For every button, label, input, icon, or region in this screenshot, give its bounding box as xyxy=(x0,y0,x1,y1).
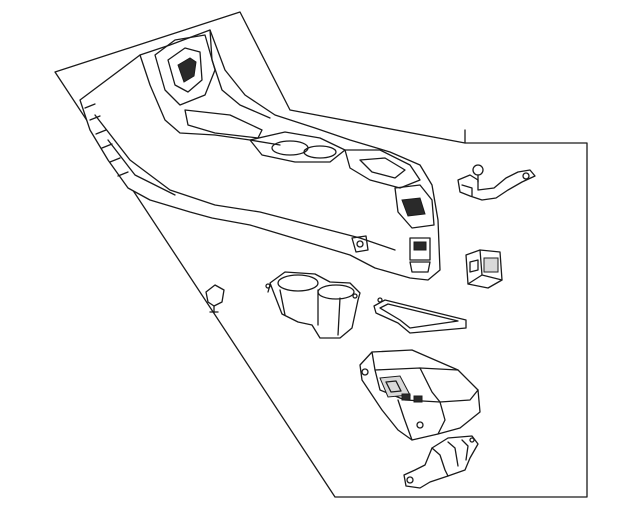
diagram-boundary xyxy=(54,11,588,498)
mounting-bracket xyxy=(457,164,536,201)
clip xyxy=(205,284,225,314)
console-assembly xyxy=(79,29,441,281)
shifter-bezel xyxy=(359,349,481,441)
switch-module xyxy=(465,249,503,289)
tray-mat xyxy=(373,297,467,334)
cupholder-insert xyxy=(265,271,361,339)
side-ribs xyxy=(84,103,129,177)
support-bracket xyxy=(403,435,479,489)
